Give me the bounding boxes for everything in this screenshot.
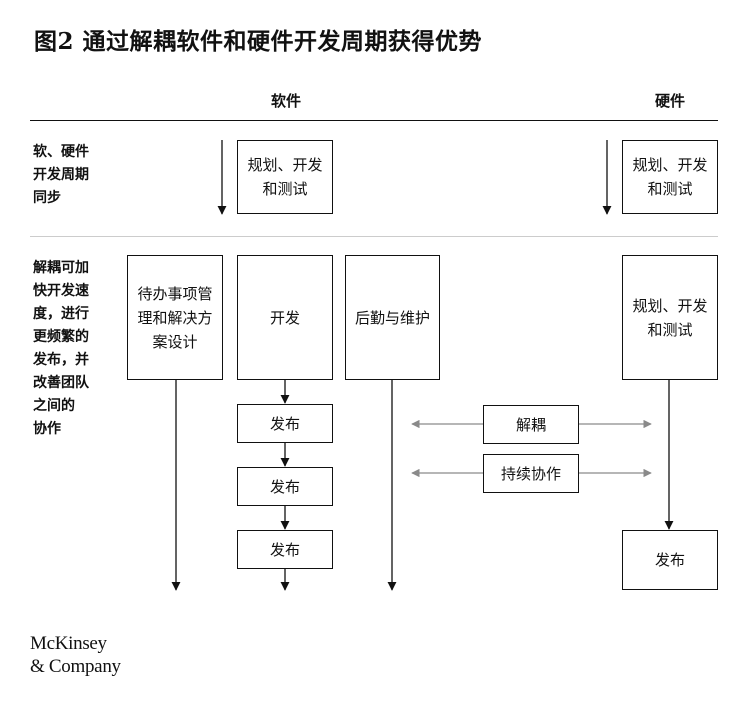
column-header-hardware: 硬件	[654, 92, 685, 110]
ops-box: 后勤与维护	[345, 255, 440, 380]
hw-plan-box-2: 规划、开发和测试	[622, 255, 718, 380]
continuous-collab-box: 持续协作	[483, 454, 579, 493]
column-header-software: 软件	[270, 92, 301, 110]
release-box-1: 发布	[237, 404, 333, 443]
hw-release-box: 发布	[622, 530, 718, 590]
logo-line-1: McKinsey	[30, 633, 107, 654]
page-title: 图2 通过解耦软件和硬件开发周期获得优势	[34, 28, 483, 55]
decouple-box: 解耦	[483, 405, 579, 444]
row-divider	[30, 236, 718, 237]
develop-box: 开发	[237, 255, 333, 380]
header-divider	[30, 120, 718, 121]
row-label-sync: 软、硬件 开发周期 同步	[33, 144, 89, 206]
backlog-box: 待办事项管理和解决方案设计	[127, 255, 223, 380]
sw-plan-box: 规划、开发和测试	[237, 140, 333, 214]
release-box-3: 发布	[237, 530, 333, 569]
mckinsey-logo: McKinsey & Company	[30, 632, 121, 678]
release-box-2: 发布	[237, 467, 333, 506]
row-label-decoupled: 解耦可加 快开发速 度，进行 更频繁的 发布，并 改善团队 之间的 协作	[33, 260, 89, 437]
logo-line-2: & Company	[30, 656, 121, 677]
hw-plan-box: 规划、开发和测试	[622, 140, 718, 214]
